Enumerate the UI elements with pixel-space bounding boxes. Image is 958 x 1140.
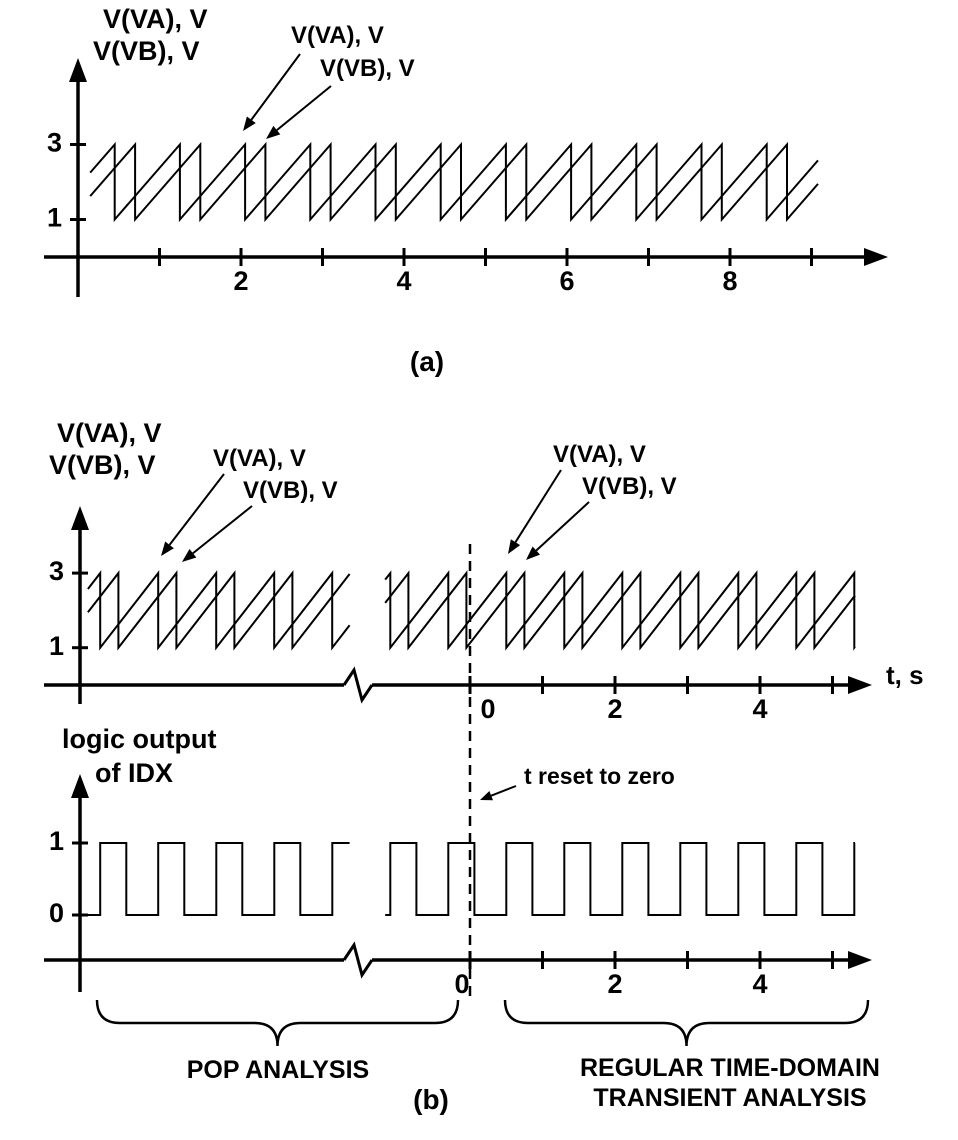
x-tick-label: 0 (480, 694, 495, 724)
chart-a: 2 4 6 8 1 3 (44, 58, 888, 297)
panel-b-callout-vb-left: V(VB), V (243, 477, 338, 504)
panel-b-time-axis-label: t, s (886, 660, 924, 690)
panel-a-y-axis-label-line2: V(VB), V (93, 36, 200, 66)
x-tick-label: 4 (396, 266, 411, 296)
annotations (95, 53, 870, 1047)
panel-a-y-axis-label-line1: V(VA), V (103, 4, 208, 34)
x-tick-label: 2 (607, 694, 622, 724)
callout-arrow-a-va (243, 53, 301, 131)
y-axis-b_voltage (71, 506, 89, 704)
callout-arrow-a-vb (266, 85, 332, 139)
y-axis-a (69, 58, 87, 297)
axis-break-icon (342, 941, 374, 979)
panel-b-y-axis-label-line2: V(VB), V (49, 450, 156, 480)
waveform-v-vb-v (87, 570, 351, 651)
y-tick-label: 1 (49, 631, 64, 661)
x-tick-label: 4 (752, 969, 767, 999)
panel-b-callout-va-right: V(VA), V (553, 441, 646, 468)
panel-a-caption: (a) (409, 346, 445, 377)
callout-arrow-b-vb-left (182, 505, 253, 562)
waveform-v-va-v (89, 141, 819, 223)
y-tick-label: 3 (49, 556, 64, 586)
waveform-v-vb-v (384, 570, 856, 651)
panel-b-reset-annotation: t reset to zero (524, 763, 675, 789)
x-axis-a (44, 248, 888, 266)
region-left-label: POP ANALYSIS (186, 1056, 370, 1084)
x-tick-label: 0 (454, 969, 469, 999)
waveform-v-va-v (384, 570, 856, 651)
panel-b-callout-vb-right: V(VB), V (582, 473, 677, 500)
x-tick-label: 2 (607, 969, 622, 999)
panel-b-callout-va-left: V(VA), V (213, 445, 306, 472)
x-axis-b_voltage (44, 676, 872, 694)
region-right-label-line1: REGULAR TIME-DOMAIN (580, 1054, 880, 1082)
y-tick-label: 1 (49, 826, 64, 856)
x-tick-label: 4 (752, 694, 767, 724)
panel-b-logic-label-line1: logic output (62, 724, 217, 754)
y-tick-label: 1 (47, 203, 62, 233)
y-tick-label: 3 (47, 128, 62, 158)
x-tick-label: 2 (233, 266, 248, 296)
panel-b-logic-label-line2: of IDX (95, 758, 173, 788)
callout-arrow-b-va-left (161, 473, 225, 556)
waveform-logic-output-of-idx (87, 842, 350, 916)
brace-transient-analysis (503, 999, 870, 1047)
x-axis-b_logic (44, 951, 872, 969)
reset-annotation-arrow (480, 785, 517, 801)
panel-a-callout-va: V(VA), V (291, 22, 384, 49)
chart-b_voltage: 0 2 4 1 3 (44, 506, 872, 724)
axis-break-icon (342, 666, 374, 704)
panel-a-callout-vb: V(VB), V (320, 55, 415, 82)
chart-b_logic: 0 2 4 0 1 (44, 774, 872, 999)
x-tick-label: 8 (722, 266, 737, 296)
region-right-label-line2: TRANSIENT ANALYSIS (593, 1084, 867, 1112)
waveform-v-vb-v (89, 141, 819, 223)
panel-b-caption: (b) (413, 1084, 449, 1115)
brace-pop-analysis (95, 999, 460, 1047)
callout-arrow-b-va-right (508, 469, 562, 554)
callout-arrow-b-vb-right (526, 501, 590, 560)
panel-b-y-axis-label-line1: V(VA), V (57, 418, 162, 448)
x-tick-label: 6 (559, 266, 574, 296)
y-tick-label: 0 (49, 898, 64, 928)
waveform-v-va-v (87, 570, 351, 651)
waveform-logic-output-of-idx (385, 842, 856, 916)
y-axis-b_logic (71, 774, 89, 992)
